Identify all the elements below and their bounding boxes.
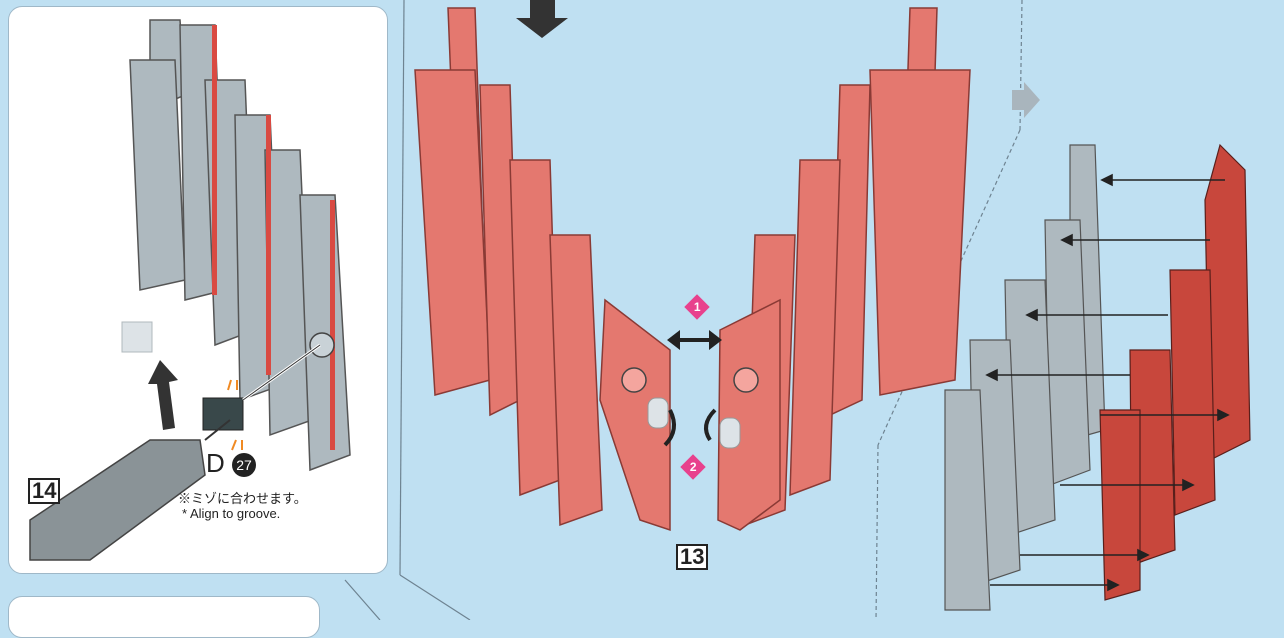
next-arrow-icon [1012, 82, 1042, 122]
step-number-14: 14 [28, 478, 60, 504]
part-label: D 27 [206, 448, 256, 479]
note-en: * Align to groove. [182, 506, 280, 521]
note-jp: ※ミゾに合わせます。 [178, 488, 307, 507]
part-number: 27 [232, 453, 256, 477]
exploded-assembly-illustration [920, 140, 1284, 620]
manual-page: 14 D 27 ※ミゾに合わせます。 * Align to groove. [0, 0, 1284, 620]
part-letter: D [206, 448, 225, 478]
socket-icon [310, 333, 334, 357]
step-number-13: 13 [676, 544, 708, 570]
